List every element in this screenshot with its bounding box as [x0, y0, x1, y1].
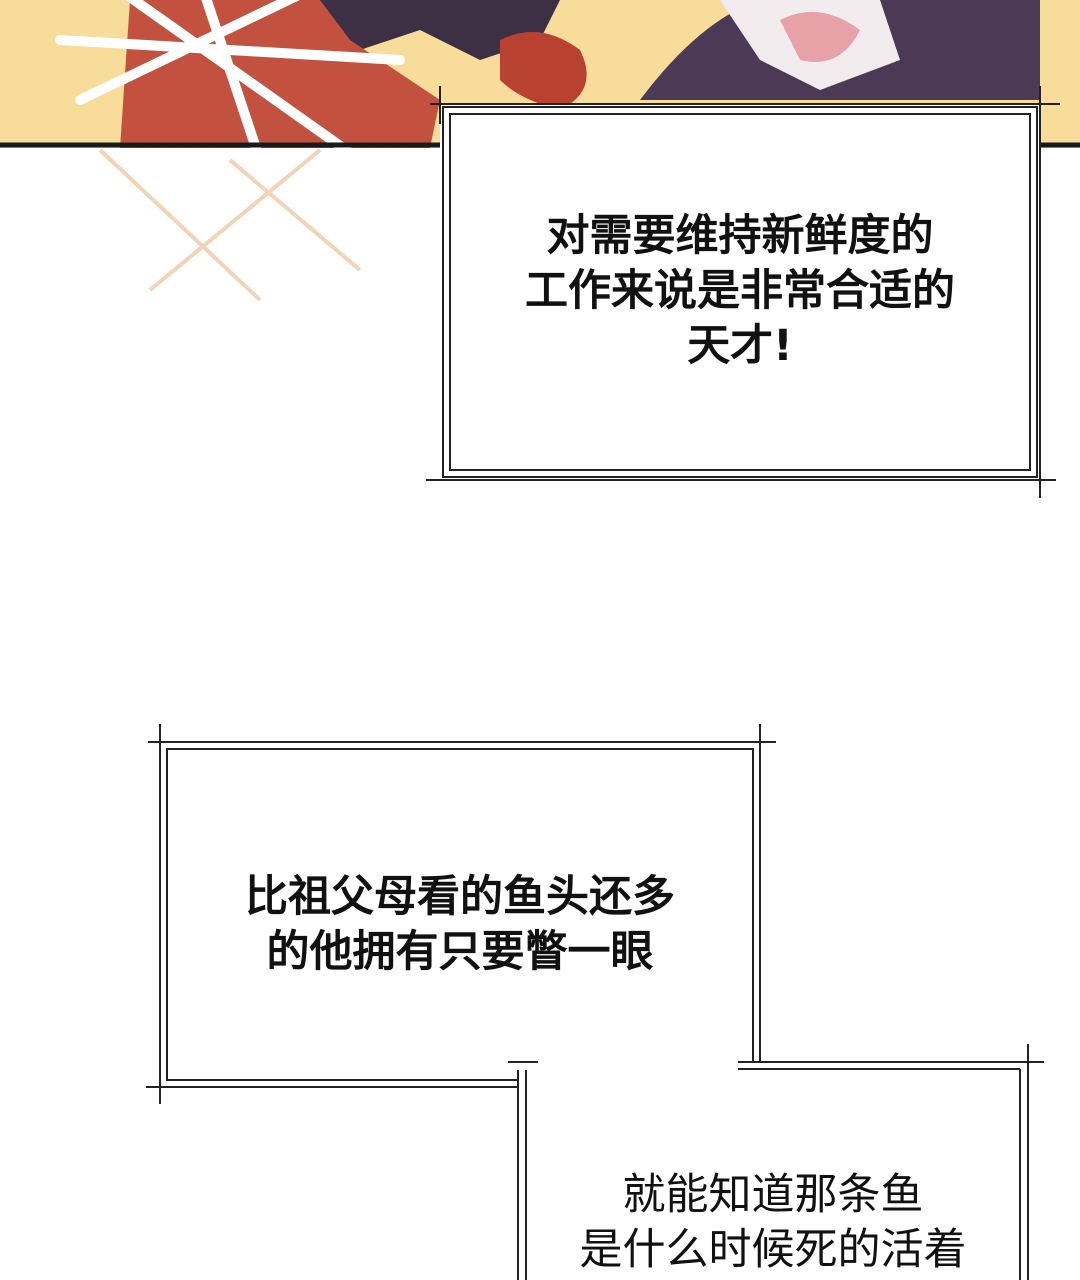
- caption-1-line-2: 工作来说是非常合适的: [525, 266, 955, 316]
- pink-ribbon: [780, 12, 860, 62]
- caption-1-line-3: 天才!: [687, 321, 793, 371]
- caption-2-line-1: 比祖父母看的鱼头还多: [245, 872, 675, 922]
- caption-2-text: 比祖父母看的鱼头还多 的他拥有只要瞥一眼: [160, 870, 760, 980]
- sparkle-effect: [55, 0, 405, 148]
- caption-3-text: 就能知道那条鱼 是什么时候死的活着: [518, 1168, 1028, 1278]
- caption-box-3: 就能知道那条鱼 是什么时候死的活着: [508, 1044, 1044, 1280]
- caption-2-line-2: 的他拥有只要瞥一眼: [266, 927, 654, 977]
- caption-1-line-1: 对需要维持新鲜度的: [546, 211, 934, 261]
- caption-3-line-2: 是什么时候死的活着: [579, 1225, 967, 1275]
- caption-1-text: 对需要维持新鲜度的 工作来说是非常合适的 天才!: [440, 209, 1040, 374]
- red-bow: [500, 32, 587, 110]
- caption-3-line-1: 就能知道那条鱼: [622, 1170, 924, 1220]
- character-hair: [300, 0, 560, 60]
- caption-box-2: 比祖父母看的鱼头还多 的他拥有只要瞥一眼: [146, 724, 776, 1104]
- caption-box-1: 对需要维持新鲜度的 工作来说是非常合适的 天才!: [426, 86, 1060, 498]
- comic-panel-art: [0, 0, 1080, 148]
- panel-illustration: [0, 0, 1080, 148]
